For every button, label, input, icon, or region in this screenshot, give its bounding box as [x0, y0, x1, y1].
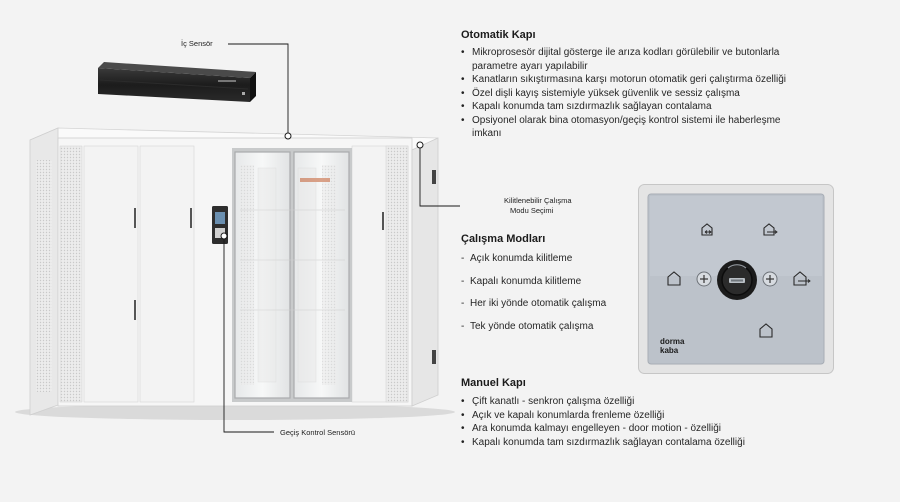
- mode-item: Her iki yönde otomatik çalışma: [461, 297, 631, 320]
- mode-item: Açık konumda kilitleme: [461, 252, 631, 275]
- feature-item: Çift kanatlı - senkron çalışma özelliği: [461, 395, 881, 409]
- callout-lockable-mode-line2: Modu Seçimi: [510, 206, 554, 215]
- cabinet-right-side: [411, 137, 439, 407]
- feature-item: Opsiyonel olarak bina otomasyon/geçiş ko…: [461, 114, 881, 141]
- callout-lockable-mode-line1: Kilitlenebilir Çalışma: [504, 196, 572, 205]
- svg-text:kaba: kaba: [660, 346, 679, 355]
- home-closed-icon: [667, 271, 681, 286]
- feature-item: Ara konumda kalmayı engelleyen - door mo…: [461, 422, 881, 436]
- automatic-door-title: Otomatik Kapı: [461, 29, 536, 41]
- mode-item: Kapalı konumda kilitleme: [461, 275, 631, 298]
- side-perforation: [36, 160, 52, 392]
- internal-sensor-device: [98, 62, 256, 102]
- manual-door-title: Manuel Kapı: [461, 377, 526, 389]
- feature-item: Kanatların sıkıştırmasına karşı motorun …: [461, 73, 881, 87]
- home-bottom-icon: [759, 323, 773, 338]
- automatic-door-features: Mikroprosesör dijital gösterge ile arıza…: [461, 46, 881, 141]
- panel-brand-logo: dorma kaba: [660, 337, 685, 355]
- feature-item: Kapalı konumda tam sızdırmazlık sağlayan…: [461, 436, 881, 450]
- callout-internal-sensor: İç Sensör: [181, 39, 213, 48]
- home-right-icon: [793, 271, 811, 286]
- plus-button-icon[interactable]: [762, 271, 778, 287]
- operating-modes-title: Çalışma Modları: [461, 233, 546, 245]
- key-switch-icon[interactable]: [717, 260, 757, 300]
- feature-item: Kapalı konumda tam sızdırmazlık sağlayan…: [461, 100, 881, 114]
- operating-modes-list: Açık konumda kilitleme Kapalı konumda ki…: [461, 252, 631, 342]
- minus-button-icon[interactable]: [696, 271, 712, 287]
- svg-text:dorma: dorma: [660, 337, 685, 346]
- mode-item: Tek yönde otomatik çalışma: [461, 320, 631, 343]
- callout-markers: [220, 132, 424, 240]
- mode-selector-panel: dorma kaba: [638, 184, 834, 374]
- exit-right-icon: [763, 223, 778, 236]
- floor-shadow: [15, 404, 455, 420]
- feature-item: Mikroprosesör dijital gösterge ile arıza…: [461, 46, 881, 73]
- feature-item: Açık ve kapalı konumlarda frenleme özell…: [461, 409, 881, 423]
- data-center-cabinet-illustration: [15, 43, 460, 433]
- feature-item: Özel dişli kayış sistemiyle yüksek güven…: [461, 87, 881, 101]
- exit-both-icon: [701, 223, 713, 236]
- manual-door-features: Çift kanatlı - senkron çalışma özelliği …: [461, 395, 881, 449]
- callout-access-control-sensor: Geçiş Kontrol Sensörü: [280, 428, 356, 437]
- callout-lines: [223, 43, 460, 433]
